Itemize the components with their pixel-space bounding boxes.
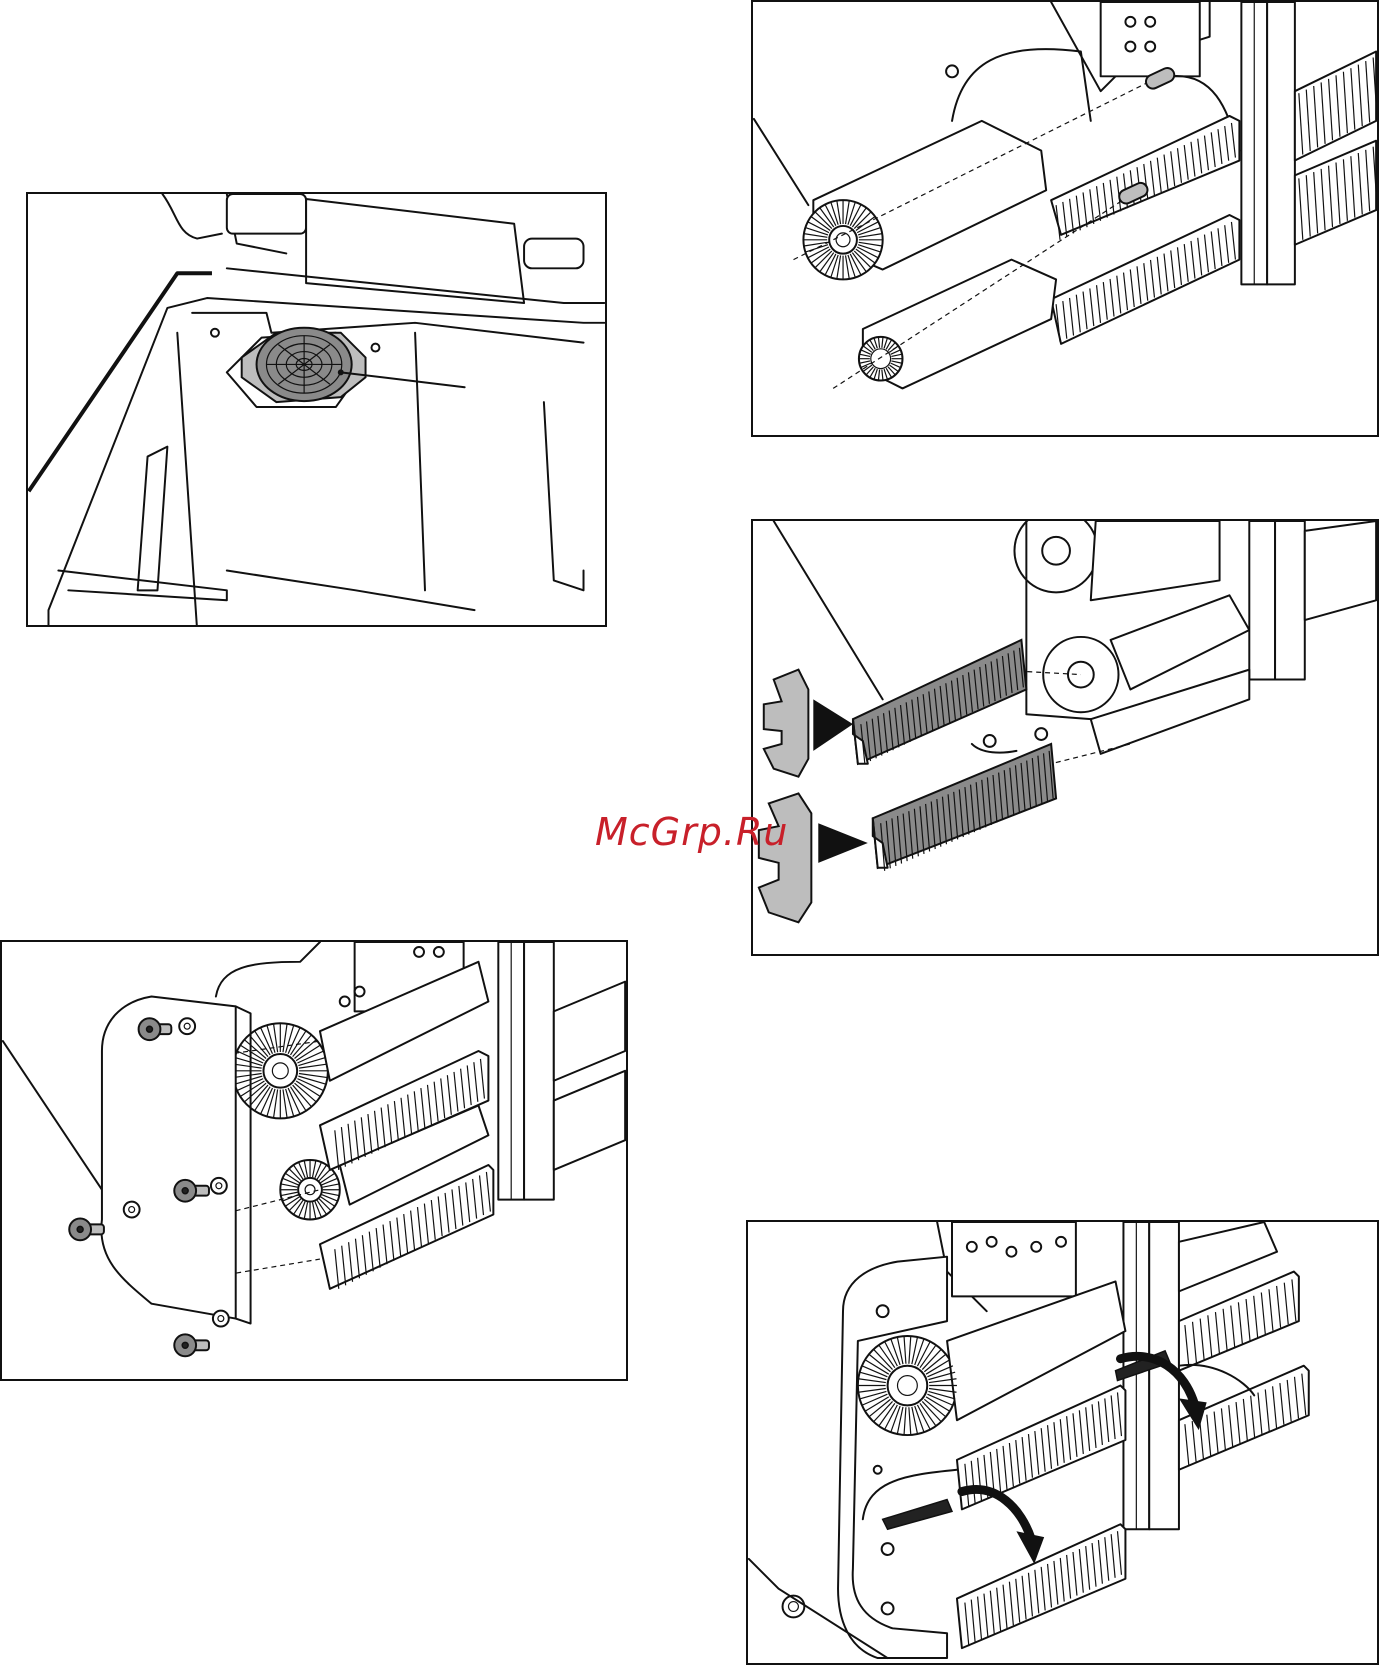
brush-roller-icon	[859, 260, 1056, 389]
figure-rail-unclip	[746, 1220, 1379, 1665]
end-cap-icon	[764, 670, 809, 777]
arrow-icon	[818, 823, 868, 863]
ribbed-rail-icon	[853, 640, 1026, 764]
side-plate-icon	[101, 997, 235, 1319]
brush-removal-drawing	[753, 2, 1377, 435]
ribbed-rail-icon	[1051, 52, 1376, 344]
latch-icon	[883, 1499, 952, 1529]
rail-unclip-drawing	[748, 1222, 1377, 1663]
figure-side-plate	[0, 940, 628, 1381]
housing-block	[1101, 2, 1200, 76]
brush-roller-icon	[803, 121, 1046, 280]
screw-icon	[69, 1218, 104, 1240]
figure-rail-insert	[751, 519, 1379, 956]
screw-icon	[174, 1334, 209, 1356]
callout-line	[754, 119, 808, 205]
watermark-text: McGrp.Ru	[595, 810, 788, 854]
hinge-pin	[524, 239, 583, 269]
figure-brush-removal	[751, 0, 1379, 437]
lid-filter-drawing	[28, 194, 605, 625]
filter-disc-icon	[257, 328, 352, 401]
arrow-icon	[813, 699, 853, 751]
hinge-block-left	[227, 194, 306, 234]
figure-lid-filter	[26, 192, 607, 627]
rail-insert-drawing	[753, 521, 1377, 954]
side-plate-drawing	[2, 942, 626, 1379]
